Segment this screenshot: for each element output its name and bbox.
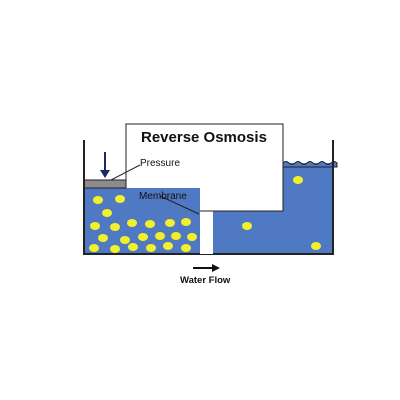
particle (311, 242, 321, 250)
particle (181, 244, 191, 252)
particle (115, 195, 125, 203)
particle (293, 176, 303, 184)
particle (138, 233, 148, 241)
right-water-column (283, 163, 333, 213)
particle (90, 222, 100, 230)
particle (145, 220, 155, 228)
pressure-label: Pressure (140, 158, 180, 169)
particle (93, 196, 103, 204)
water-flow-label: Water Flow (180, 275, 231, 286)
pressure-leader-line (110, 164, 141, 181)
pressure-arrow-head (100, 170, 110, 178)
right-particles (242, 176, 321, 250)
particle (128, 243, 138, 251)
particle (120, 236, 130, 244)
water-flow-arrow-head (212, 264, 220, 272)
membrane-leader-line (159, 195, 200, 215)
particle (89, 244, 99, 252)
particle (98, 234, 108, 242)
particle (181, 218, 191, 226)
left-particles (89, 195, 197, 253)
membrane-label: Membrane (139, 191, 187, 202)
particle (110, 245, 120, 253)
particle (242, 222, 252, 230)
diagram-title: Reverse Osmosis (141, 129, 267, 146)
particle (171, 232, 181, 240)
title-panel-border (125, 123, 284, 212)
left-water (84, 188, 200, 254)
particle (146, 244, 156, 252)
right-water-surface (282, 161, 338, 168)
particle (187, 233, 197, 241)
particle (127, 219, 137, 227)
particle (155, 232, 165, 240)
title-panel (126, 124, 283, 254)
particle (110, 223, 120, 231)
particle (165, 219, 175, 227)
particle (163, 242, 173, 250)
particle (102, 209, 112, 217)
piston (83, 179, 127, 189)
